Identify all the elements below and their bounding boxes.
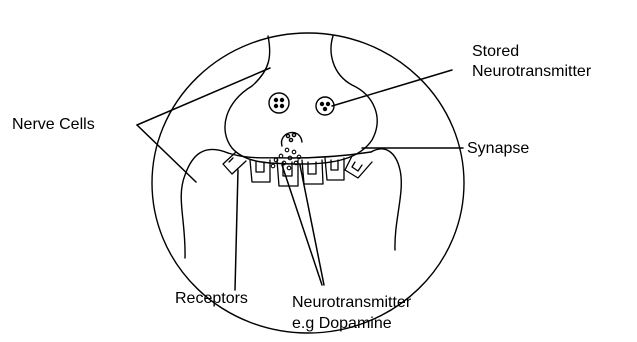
synapse-label: Synapse — [467, 139, 529, 158]
receptor — [345, 156, 372, 178]
releasing-vesicle — [282, 132, 302, 146]
neurotransmitter-label-line2: e.g Dopamine — [292, 314, 392, 333]
neurotransmitter-molecules — [271, 148, 301, 170]
stored-neurotransmitter-label-line2: Neurotransmitter — [472, 62, 591, 81]
postsynaptic-cell-left — [181, 149, 228, 258]
nerve-cells-label: Nerve Cells — [12, 115, 95, 134]
stored-neurotransmitter-label-line1: Stored — [472, 42, 519, 61]
leader-lines — [137, 68, 463, 290]
outline-circle — [152, 33, 464, 333]
postsynaptic-cell-right — [371, 149, 401, 250]
vesicle-left — [269, 93, 289, 113]
neurotransmitter-label-line1: Neurotransmitter — [292, 293, 411, 312]
receptors-label: Receptors — [175, 289, 248, 308]
